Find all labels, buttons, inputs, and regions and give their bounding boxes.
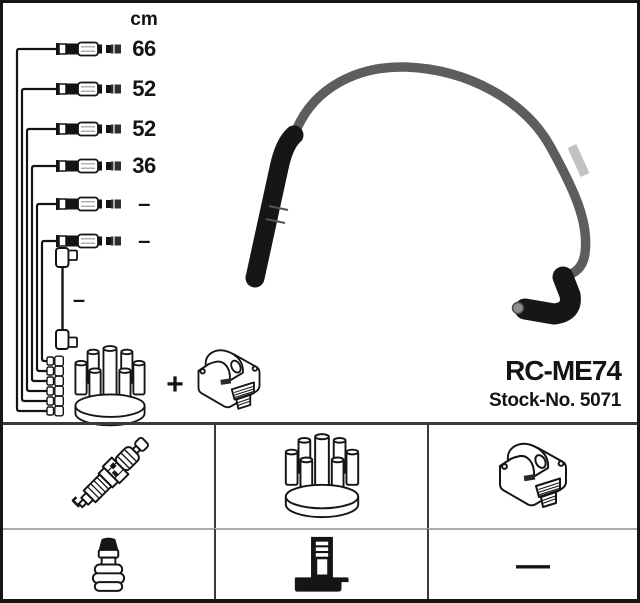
plug-terminal-icon	[87, 536, 130, 593]
product-codes: RC-ME74 Stock-No. 5071	[488, 355, 622, 413]
lead-length-6: –	[138, 228, 150, 253]
cable	[290, 62, 591, 282]
boot-terminal	[511, 301, 525, 315]
stock-number: Stock-No. 5071	[488, 390, 621, 411]
plus-sign: +	[166, 368, 184, 401]
cell-plug-terminal	[3, 528, 214, 599]
cell-ignition-coil	[427, 425, 637, 528]
spark-plug-icon	[58, 426, 160, 528]
lead-length-2: 52	[132, 76, 156, 101]
ignition-lead-photo	[245, 62, 591, 325]
distributor-cap-icon	[282, 432, 362, 522]
coil-lead	[55, 247, 78, 350]
distributor-connector-stack	[46, 355, 64, 417]
coil-tower-icon	[291, 535, 352, 594]
fitment-table: —	[3, 422, 637, 599]
wiring-harness-diagram	[15, 41, 122, 417]
lead-length-5: –	[138, 191, 150, 216]
coil-boot	[514, 266, 581, 325]
cell-dash: —	[427, 528, 637, 599]
ignition-coil-icon	[493, 437, 573, 517]
product-code: RC-ME74	[505, 355, 622, 386]
coil-lead-length: –	[72, 287, 86, 312]
lead-connectors	[55, 41, 122, 249]
lead-length-3: 52	[132, 116, 156, 141]
ignition-coil-icon	[192, 344, 266, 418]
dash-label: —	[516, 545, 550, 584]
distributor-cap-icon	[71, 344, 149, 430]
cable-label-band	[567, 144, 590, 177]
cell-spark-plug	[3, 425, 214, 528]
lead-length-4: 36	[132, 153, 156, 178]
cell-distributor-cap	[214, 425, 427, 528]
cell-coil-tower	[214, 528, 427, 599]
plug-boot	[245, 125, 304, 288]
unit-label: cm	[130, 9, 158, 30]
harness-wires	[15, 47, 56, 413]
lead-length-1: 66	[132, 36, 156, 61]
